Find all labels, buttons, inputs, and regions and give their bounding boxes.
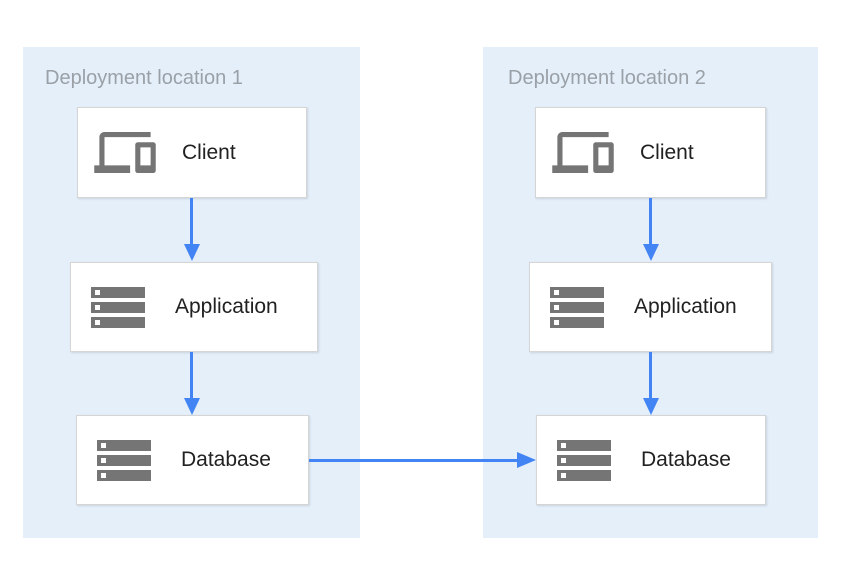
node-database-2: Database xyxy=(536,415,766,505)
arrow-head-right-icon xyxy=(517,452,536,468)
storage-icon xyxy=(553,439,615,481)
node-application-1: Application xyxy=(70,262,318,352)
storage-icon xyxy=(546,286,608,328)
devices-icon xyxy=(94,132,156,173)
node-client-1: Client xyxy=(77,107,307,198)
node-label: Client xyxy=(182,140,236,164)
arrow-head-down-icon xyxy=(184,398,200,415)
arrow-line xyxy=(190,198,193,244)
deployment-location-2-title: Deployment location 2 xyxy=(508,67,706,89)
storage-icon xyxy=(87,286,149,328)
arrow-line xyxy=(309,459,517,462)
node-database-1: Database xyxy=(76,415,309,505)
arrow-line xyxy=(649,198,652,244)
node-label: Application xyxy=(634,295,737,318)
node-label: Database xyxy=(641,448,731,471)
deployment-location-1-title: Deployment location 1 xyxy=(45,67,243,89)
devices-icon xyxy=(552,132,614,173)
storage-icon xyxy=(93,439,155,481)
arrow-head-down-icon xyxy=(643,398,659,415)
node-client-2: Client xyxy=(535,107,766,198)
arrow-head-down-icon xyxy=(643,244,659,261)
arrow-head-down-icon xyxy=(184,244,200,261)
node-label: Application xyxy=(175,295,278,318)
node-label: Client xyxy=(640,140,694,164)
arrow-line xyxy=(649,352,652,398)
arrow-line xyxy=(190,352,193,398)
node-label: Database xyxy=(181,448,271,471)
node-application-2: Application xyxy=(529,262,772,352)
